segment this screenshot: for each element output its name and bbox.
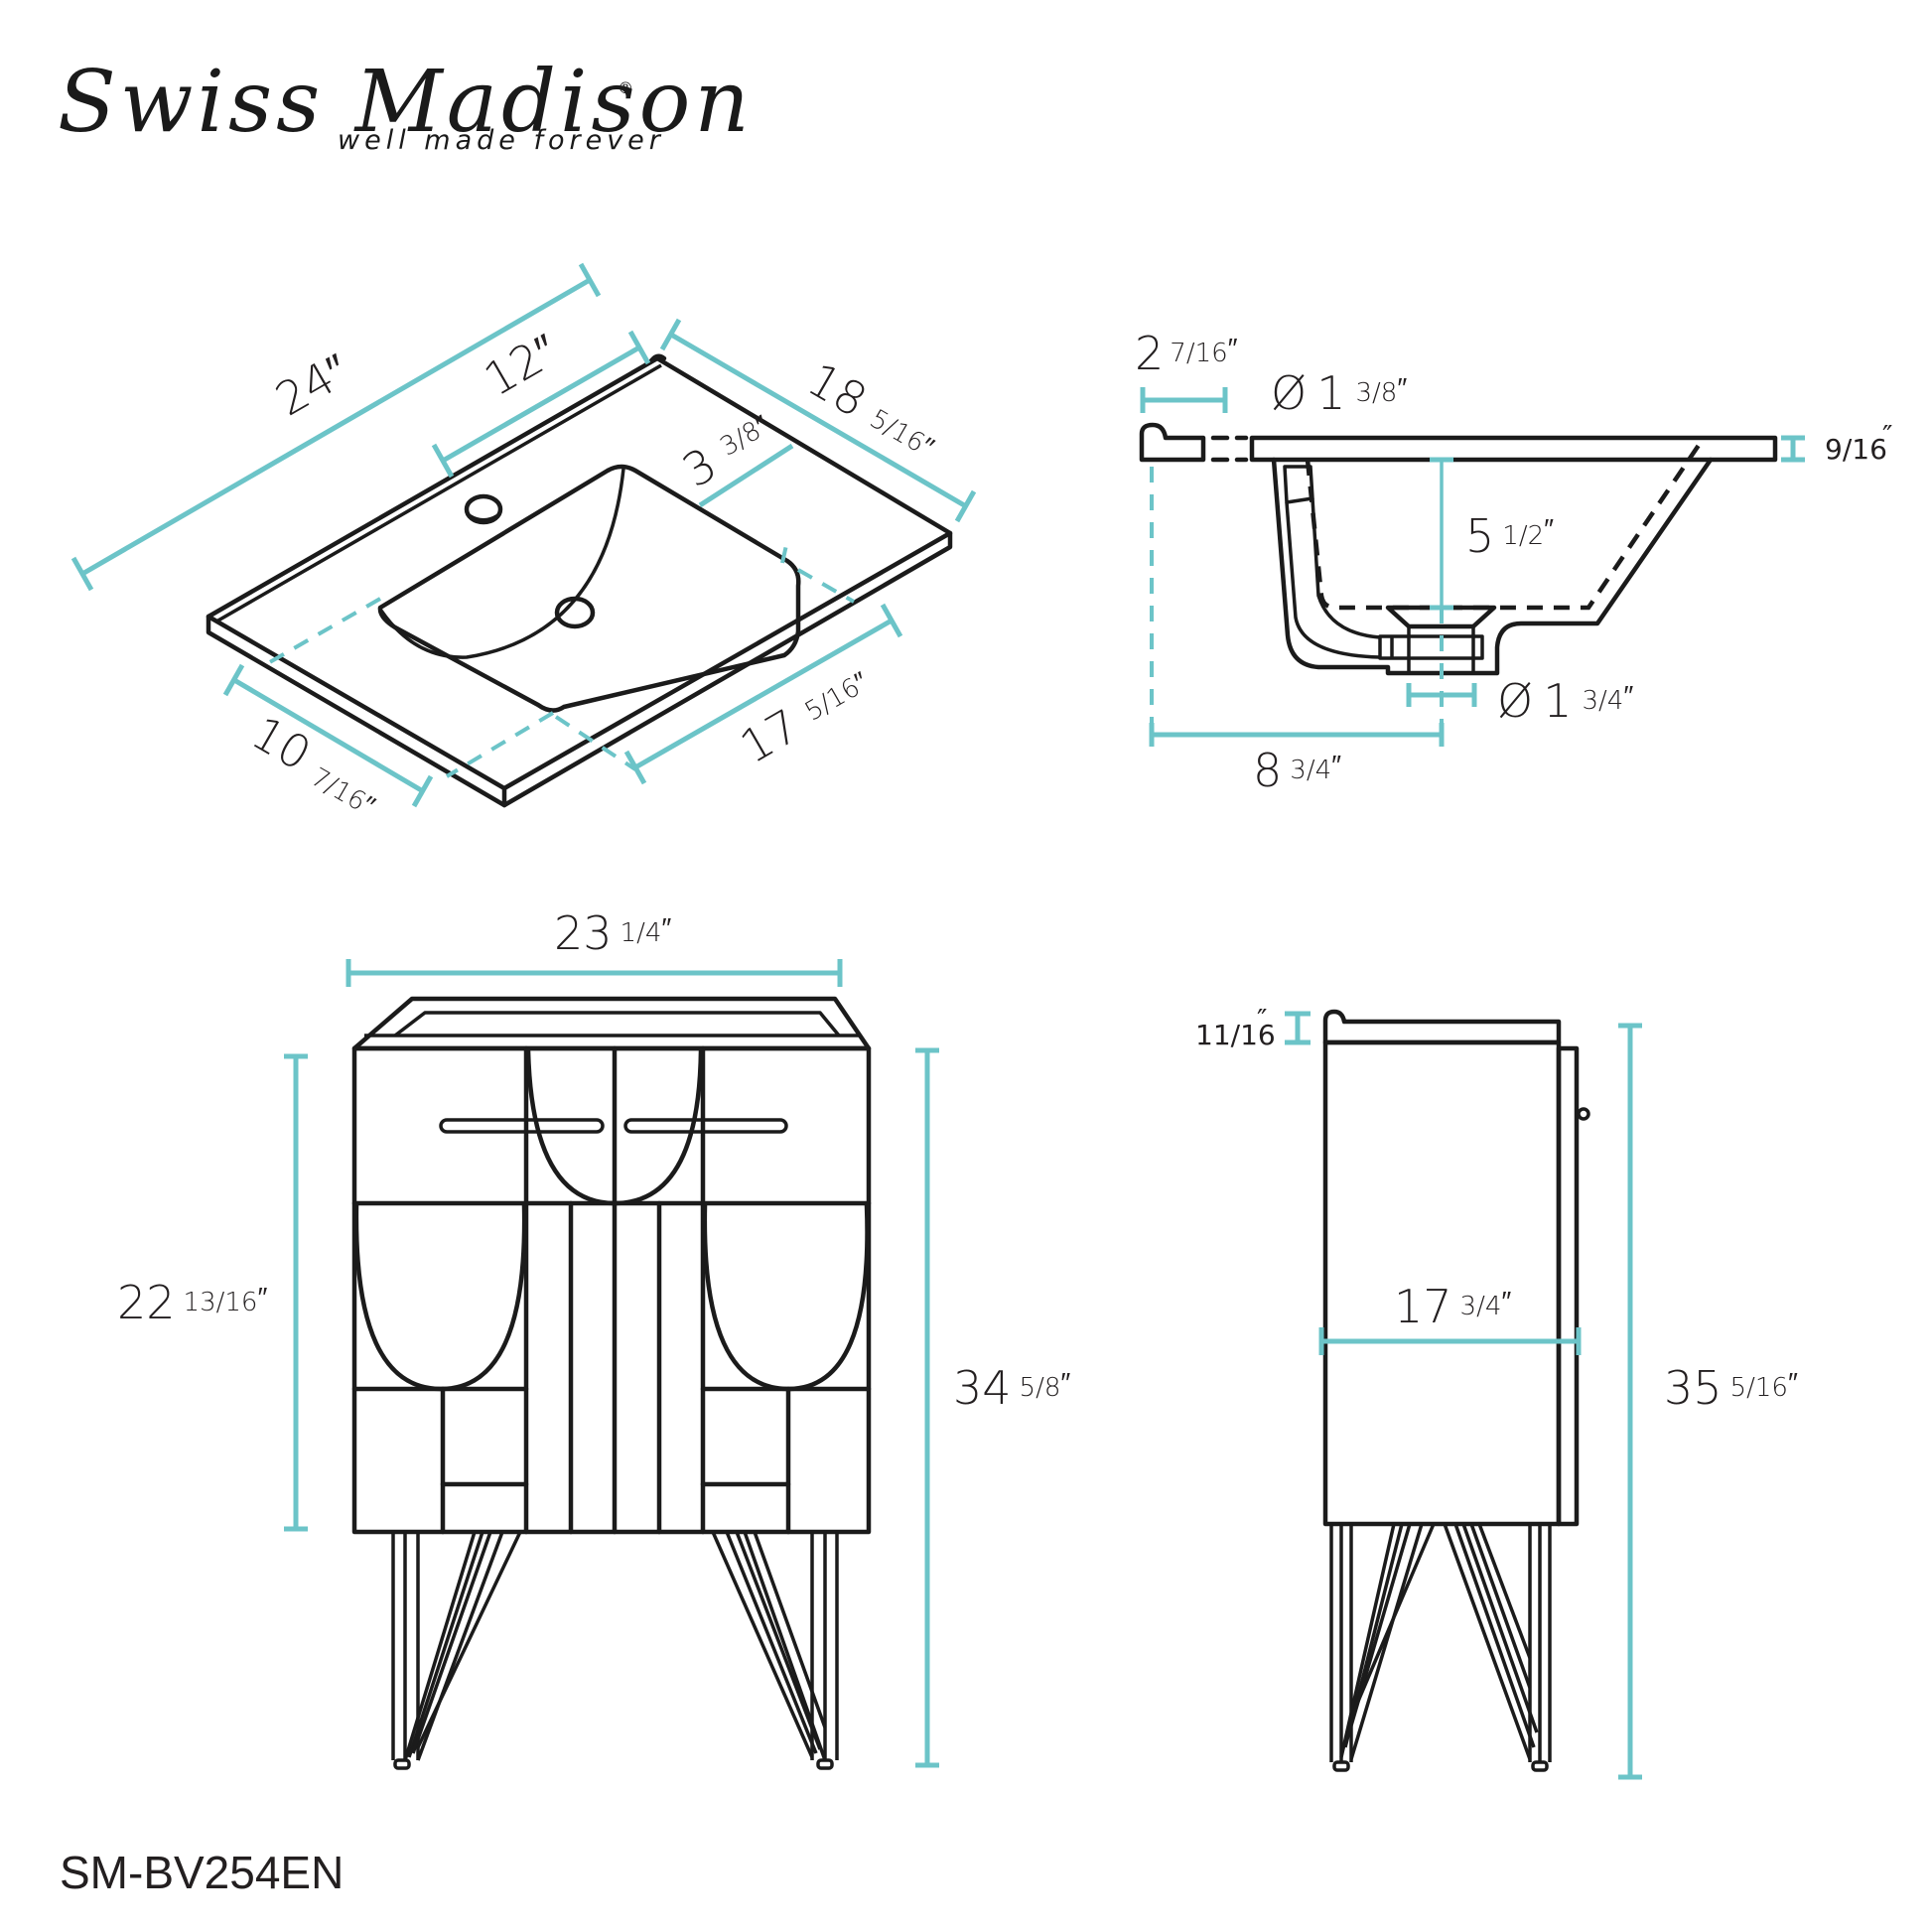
backsplash-profile (1139, 422, 1206, 463)
dim-overall-width: 24″ (70, 262, 602, 592)
countertop-top-face (206, 355, 953, 791)
extension-line (797, 568, 855, 604)
right-arch (702, 1202, 870, 1392)
svg-text:24″: 24″ (267, 343, 358, 426)
drain-coupling (1378, 634, 1484, 660)
countertop-basin-edge (393, 1011, 841, 1037)
backsplash-cap (647, 353, 667, 365)
svg-text:355/16″: 355/16″ (1664, 1361, 1798, 1415)
svg-text:3 3/8″: 3 3/8″ (674, 404, 783, 498)
front-countertop (351, 996, 872, 1051)
svg-text:″: ″ (1882, 419, 1892, 452)
dim-deck-thickness: 9/16 ″ (1781, 419, 1892, 466)
overflow-channel-inner (1311, 497, 1381, 639)
basin-inner-curve (379, 468, 625, 659)
svg-text:345/8″: 345/8″ (953, 1361, 1070, 1415)
dim-bowl-length: 17 5/16″ (623, 603, 903, 785)
registered-mark: ® (618, 78, 633, 97)
extension-line (554, 715, 637, 771)
brand-name: Swiss Madison (58, 53, 754, 152)
side-countertop (1322, 1009, 1562, 1045)
svg-text:51/2″: 51/2″ (1465, 509, 1554, 563)
sink-deck (1249, 435, 1778, 463)
extension-line (445, 711, 555, 778)
faucet-hole (464, 493, 503, 525)
svg-text:Ø13/8″: Ø13/8″ (1271, 366, 1407, 420)
cabinet-body (351, 1045, 872, 1535)
extension-line (780, 535, 790, 564)
svg-text:9/16: 9/16 (1825, 433, 1887, 466)
overflow-channel-outer (1285, 501, 1381, 659)
side-leg-front (1443, 1523, 1552, 1772)
extension-line (267, 597, 381, 665)
brand-logo: Swiss Madison ® well made forever (58, 53, 754, 156)
side-leg-back (1329, 1523, 1436, 1772)
bowl-inner-profile (1305, 436, 1706, 611)
svg-text:10 7/16″: 10 7/16″ (243, 706, 392, 823)
svg-text:83/4″: 83/4″ (1253, 744, 1341, 797)
svg-text:12″: 12″ (476, 323, 567, 406)
faucet-hole-shadow (471, 514, 496, 522)
brand-tagline: well made forever (338, 125, 665, 156)
backsplash-ridge (215, 363, 662, 623)
dim-faucet-center: 12″ (431, 323, 651, 479)
basin-rim (377, 464, 801, 713)
front-leg-left (391, 1531, 522, 1770)
door-handle-left (439, 1118, 605, 1134)
door-handle-right (623, 1118, 788, 1134)
svg-text:Ø13/4″: Ø13/4″ (1497, 674, 1633, 728)
svg-text:11/16: 11/16 (1195, 1019, 1276, 1051)
svg-text:173/4″: 173/4″ (1394, 1280, 1511, 1333)
svg-text:17 5/16″: 17 5/16″ (732, 657, 881, 774)
dim-backsplash-height: 11/16 ″ (1195, 1003, 1311, 1051)
countertop-top-view: 24″ 12″ 18 5/16″ 3 3/8″ (70, 262, 977, 823)
dim-bowl-back-offset: 3 3/8″ (674, 404, 794, 508)
side-door-panel (1556, 1045, 1580, 1527)
model-number: SM-BV254EN (60, 1847, 344, 1898)
bowl-outer-profile (1271, 457, 1714, 676)
drain-hole (554, 596, 596, 629)
svg-text:27/16″: 27/16″ (1135, 327, 1238, 380)
front-leg-right (711, 1531, 839, 1770)
svg-text:″: ″ (1257, 1003, 1267, 1035)
svg-text:231/4″: 231/4″ (554, 906, 671, 960)
left-arch (353, 1202, 527, 1392)
door-knob (1577, 1107, 1590, 1121)
